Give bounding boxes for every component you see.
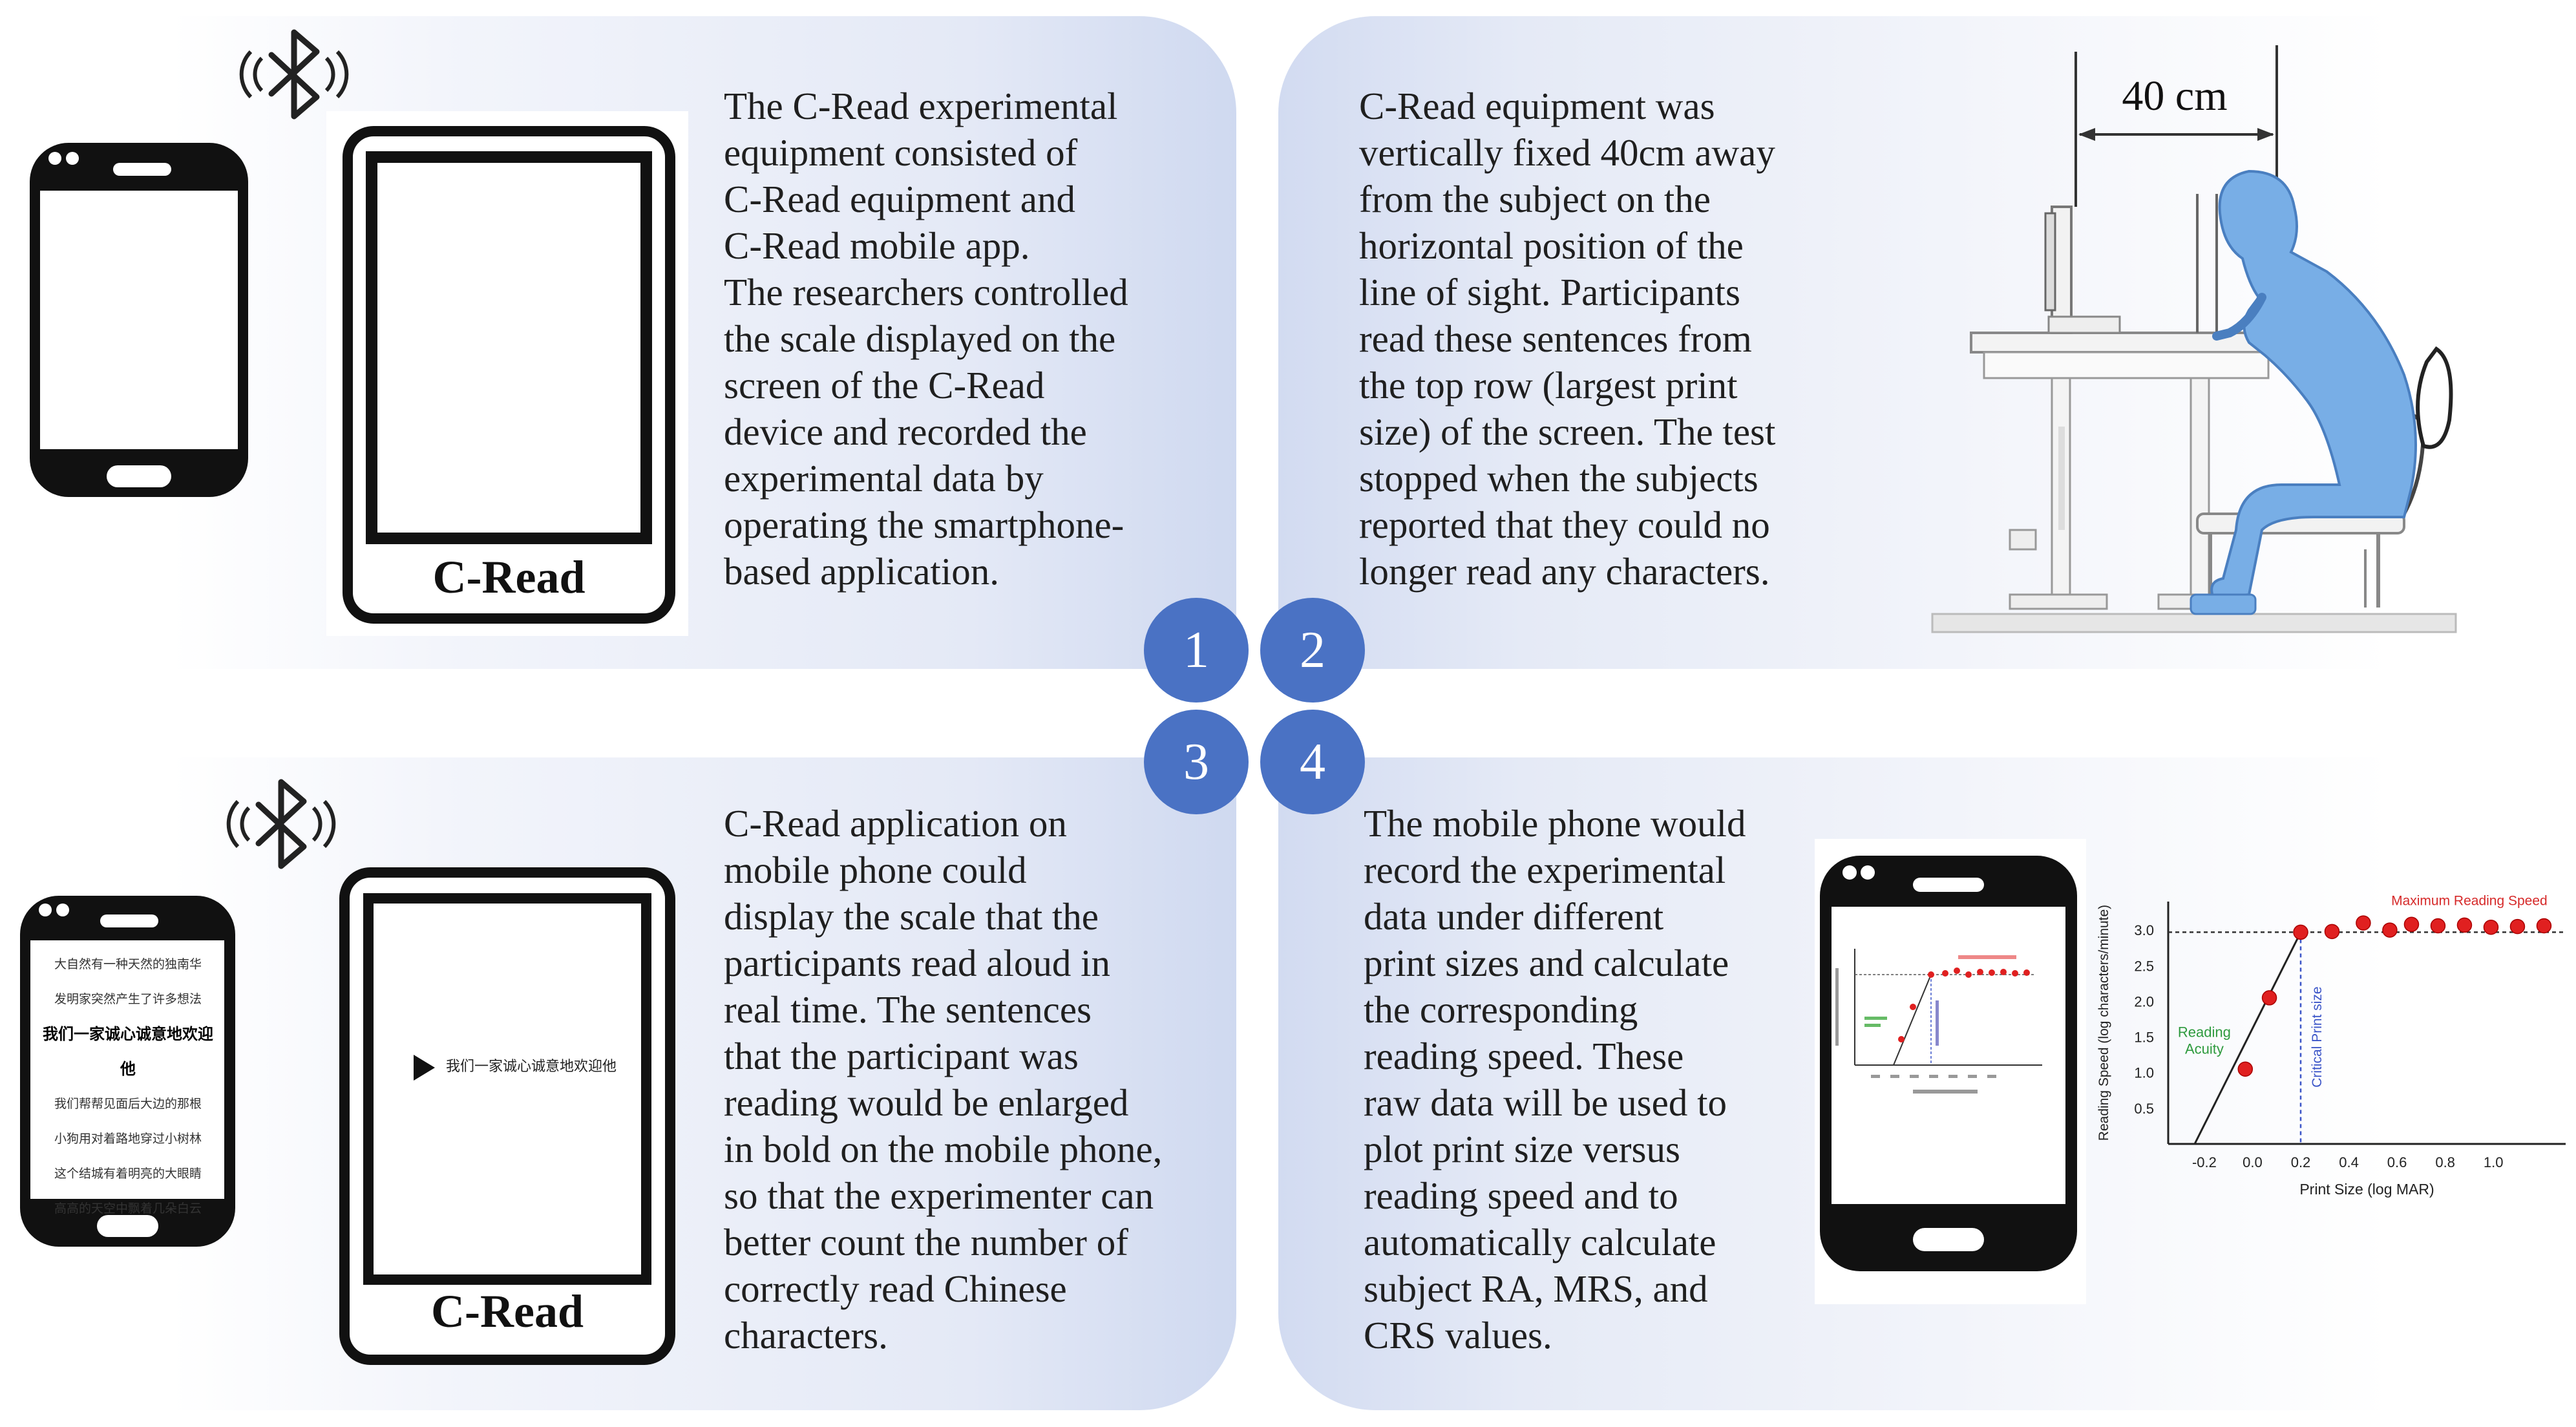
smartphone-icon	[30, 143, 248, 497]
data-point	[2382, 922, 2398, 938]
smartphone-icon-3	[20, 896, 235, 1247]
distance-label: 40 cm	[2122, 72, 2227, 120]
phone-sentence-7: 高高的天空中飘着几朵白云	[54, 1201, 202, 1216]
panel-2-text: C-Read equipment was vertically fixed 40…	[1359, 85, 1776, 593]
y-tick-label: 0.5	[2134, 1101, 2154, 1117]
critical-print-size-label: Critical Print size	[2310, 986, 2325, 1087]
y-tick-label: 2.0	[2134, 993, 2154, 1009]
y-tick-label: 1.0	[2134, 1065, 2154, 1081]
tablet-3-label: C-Read	[431, 1285, 584, 1337]
x-tick-label: 0.4	[2339, 1154, 2359, 1170]
reading-acuity-label: Acuity	[2185, 1041, 2224, 1057]
y-tick-label: 1.5	[2134, 1030, 2154, 1046]
play-icon	[414, 1055, 435, 1081]
reading-speed-chart: -0.2 0.0 0.2 0.4 0.6 0.8 1.0 0.5 1.0 1.5 2.0 2.5 3.0…	[2096, 893, 2566, 1198]
phone-sentence-6: 这个结城有着明亮的大眼睛	[54, 1167, 202, 1181]
data-point	[2293, 924, 2308, 940]
x-tick-label: 0.6	[2387, 1154, 2407, 1170]
smartphone-with-chart-icon	[1820, 856, 2077, 1271]
x-tick-label: -0.2	[2192, 1154, 2217, 1170]
data-point	[2509, 918, 2526, 935]
panel-4-text: The mobile phone would record the experi…	[1364, 802, 1746, 1357]
phone-sentence-1: 大自然有一种天然的独南华	[54, 957, 202, 971]
data-point	[2356, 915, 2371, 931]
data-point	[2403, 916, 2420, 933]
data-point	[2483, 919, 2499, 935]
step-4-badge: 4	[1260, 710, 1365, 814]
acuity-fit-line	[2193, 931, 2302, 1145]
step-3-badge: 3	[1144, 710, 1249, 814]
max-reading-speed-label: Maximum Reading Speed	[2391, 893, 2548, 908]
x-tick-label: 1.0	[2484, 1154, 2504, 1170]
phone-sentence-list: 大自然有一种天然的独南华 发明家突然产生了许多想法 我们一家诚心诚意地欢迎他 我…	[37, 947, 218, 1226]
data-point	[2430, 918, 2446, 934]
y-tick-label: 3.0	[2134, 922, 2154, 938]
step-2-badge: 2	[1260, 598, 1365, 703]
y-axis-label: Reading Speed (log characters/minute)	[2096, 905, 2111, 1141]
data-point	[2261, 990, 2277, 1006]
bluetooth-icon	[239, 29, 349, 120]
tablet-sentence: 我们一家诚心诚意地欢迎他	[446, 1059, 617, 1075]
x-axis-label: Print Size (log MAR)	[2299, 1181, 2434, 1198]
y-tick-label: 2.5	[2134, 958, 2154, 974]
data-point	[2456, 917, 2473, 933]
data-point	[2324, 924, 2340, 940]
c-read-tablet-icon-3	[339, 867, 675, 1365]
measurement-setup-illustration: 40 cm	[1931, 45, 2457, 633]
c-read-tablet-icon	[343, 126, 675, 624]
panel-3-text: C-Read application on mobile phone could…	[724, 802, 1163, 1357]
x-tick-label: 0.0	[2243, 1154, 2263, 1170]
step-1-badge: 1	[1144, 598, 1249, 703]
phone-sentence-4: 我们帮帮见面后大边的那根	[54, 1097, 202, 1111]
bluetooth-icon-3	[226, 779, 336, 869]
panel-1-text: The C-Read experimental equipment consis…	[724, 85, 1128, 593]
tablet-1-label: C-Read	[432, 551, 586, 603]
phone-sentence-3-highlighted: 我们一家诚心诚意地欢迎他	[43, 1025, 213, 1078]
x-tick-label: 0.8	[2435, 1154, 2455, 1170]
data-point	[2237, 1061, 2254, 1077]
x-tick-label: 0.2	[2291, 1154, 2311, 1170]
phone-sentence-2: 发明家突然产生了许多想法	[54, 992, 202, 1006]
reading-acuity-label: Reading	[2178, 1024, 2231, 1041]
data-point	[2536, 918, 2552, 934]
phone-sentence-5: 小狗用对着路地穿过小树林	[54, 1132, 202, 1146]
